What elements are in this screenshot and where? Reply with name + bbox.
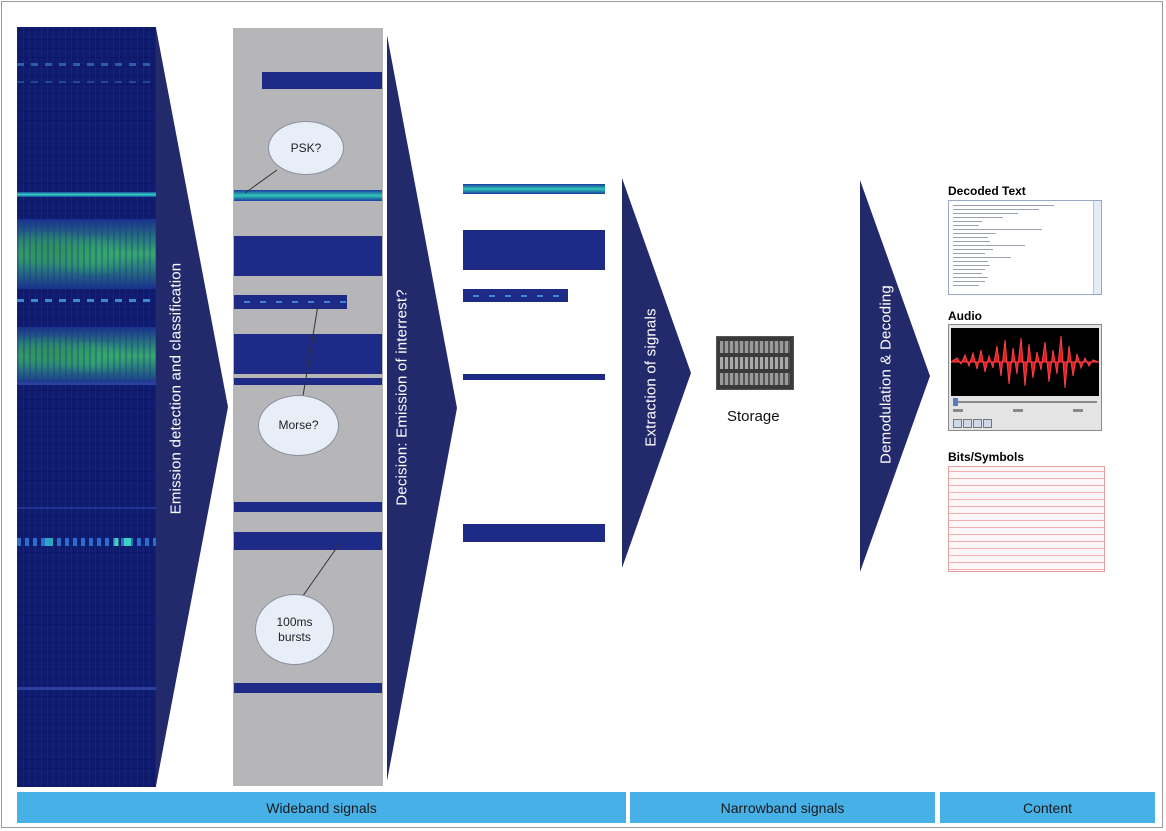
audio-title: Audio — [948, 309, 982, 323]
decoded-text-box — [948, 200, 1102, 295]
audio-record-button[interactable] — [973, 419, 982, 428]
content-bar: Content — [940, 792, 1155, 823]
extracted-signal — [463, 374, 605, 380]
storage-server-image — [716, 336, 794, 390]
signal-strip — [262, 72, 382, 89]
audio-volume-button[interactable] — [983, 419, 992, 428]
decision-arrow — [387, 35, 457, 781]
demodulation-arrow — [860, 180, 930, 572]
wideband-spectrogram — [17, 27, 156, 787]
detection-arrow-label: Emission detection and classification — [167, 262, 185, 515]
morse-callout: Morse? — [258, 395, 339, 456]
audio-play-button[interactable] — [953, 419, 962, 428]
audio-waveform — [951, 328, 1099, 396]
audio-stop-button[interactable] — [963, 419, 972, 428]
signal-strip — [234, 532, 382, 550]
wideband-signals-bar: Wideband signals — [17, 792, 626, 823]
signal-strip — [234, 236, 382, 276]
extracted-signal — [463, 184, 605, 194]
narrowband-signals-bar: Narrowband signals — [630, 792, 935, 823]
extracted-signal — [463, 230, 605, 270]
extraction-arrow — [622, 178, 691, 568]
extracted-signal — [463, 524, 605, 542]
audio-player — [948, 324, 1102, 431]
extraction-arrow-label: Extraction of signals — [642, 308, 660, 447]
bits-symbols-title: Bits/Symbols — [948, 450, 1025, 464]
storage-label: Storage — [727, 408, 780, 425]
signal-strip — [234, 295, 347, 309]
demodulation-arrow-label: Demodulation & Decoding — [877, 285, 895, 464]
extracted-signal — [463, 289, 568, 302]
detection-arrow — [156, 28, 228, 786]
bursts-callout: 100ms bursts — [255, 594, 334, 665]
signal-strip — [234, 502, 382, 512]
decoded-text-title: Decoded Text — [948, 184, 1026, 198]
psk-callout: PSK? — [268, 121, 344, 175]
signal-strip — [234, 378, 382, 385]
signal-strip — [234, 683, 382, 693]
signal-strip — [234, 190, 382, 201]
decision-arrow-label: Decision: Emission of interrest? — [393, 289, 411, 506]
bits-symbols-view — [948, 466, 1105, 572]
